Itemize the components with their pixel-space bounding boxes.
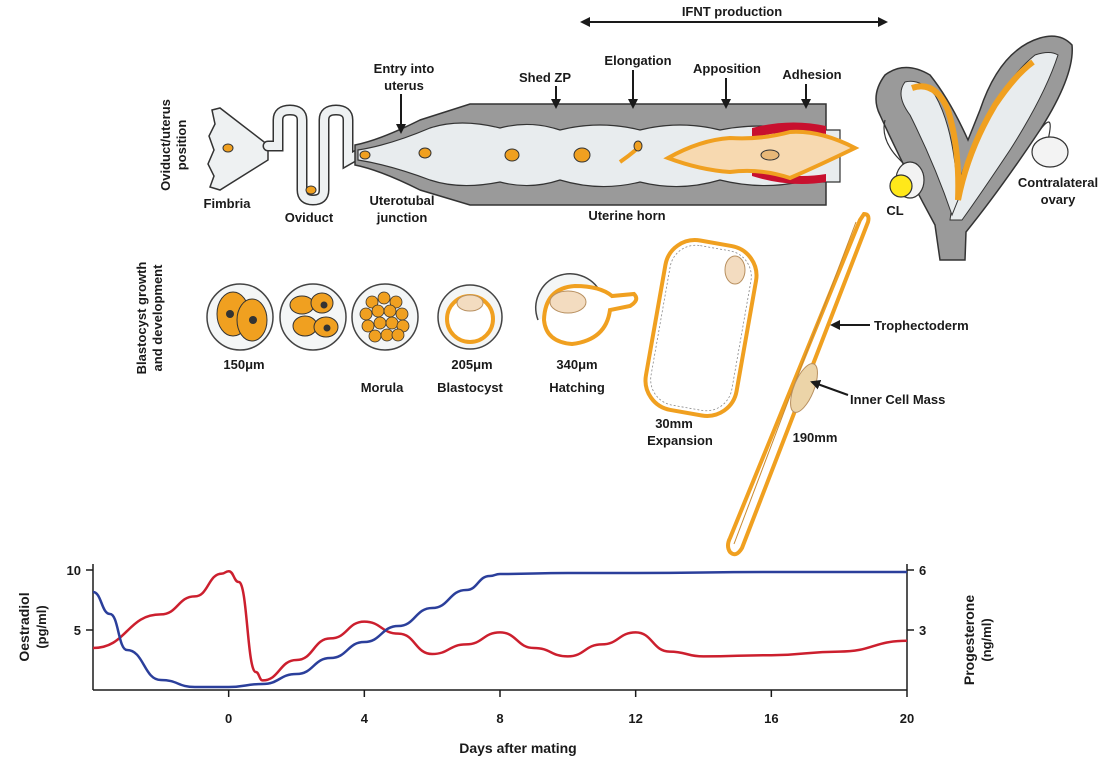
label-cl: CL <box>886 203 903 218</box>
icm-arrow <box>812 382 848 395</box>
oviduct-side-label-2: position <box>174 120 189 171</box>
fimbria-shape <box>208 108 268 190</box>
right-axis-label-1: Progesterone <box>961 595 977 685</box>
nucleus <box>249 316 257 324</box>
embryo-dot <box>306 186 316 194</box>
x-tick-label: 8 <box>496 711 503 726</box>
label-elongation: Elongation <box>604 53 671 68</box>
embryo-dot <box>360 151 370 159</box>
blastocyst-shape <box>574 148 590 162</box>
four-cell-embryo <box>280 284 346 350</box>
contralateral-ovary <box>1032 137 1068 167</box>
label-340um: 340μm <box>556 357 597 372</box>
blastocyst-side-label-1: Blastocyst growth <box>134 262 149 375</box>
label-150um: 150μm <box>223 357 264 372</box>
right-y-ticks: 36 <box>907 563 926 638</box>
ifnt-banner: IFNT production <box>582 4 886 22</box>
embryo-dot <box>419 148 431 158</box>
oviduct-side-label-1: Oviduct/uterus <box>158 99 173 191</box>
label-30mm: 30mm <box>655 416 693 431</box>
nucleus <box>321 302 328 309</box>
label-blastocyst: Blastocyst <box>437 380 503 395</box>
left-axis-label-2: (pg/ml) <box>34 605 49 648</box>
series-layer <box>93 571 907 687</box>
right-axis-label-2: (ng/ml) <box>979 618 994 661</box>
left-y-tick-label: 10 <box>67 563 81 578</box>
blastocyst-side-label-2: and development <box>150 264 165 372</box>
x-axis-label: Days after mating <box>459 740 576 756</box>
label-utj-1: Uterotubal <box>370 193 435 208</box>
label-hatching: Hatching <box>549 380 605 395</box>
blastocyst-shape <box>505 149 519 161</box>
right-y-tick-label: 6 <box>919 563 926 578</box>
label-entry-1: Entry into <box>374 61 435 76</box>
inner-cell-mass <box>457 295 483 311</box>
label-expansion: Expansion <box>647 433 713 448</box>
blastocyst-development: Blastocyst growth and development <box>134 214 969 554</box>
label-adhesion: Adhesion <box>782 67 841 82</box>
x-tick-label: 4 <box>361 711 369 726</box>
oviduct-uterus-illustration: Oviduct/uterus position Fimbria Oviduct … <box>158 36 1098 260</box>
nucleus <box>226 310 234 318</box>
x-tick-label: 16 <box>764 711 778 726</box>
label-utj-2: junction <box>376 210 428 225</box>
label-contralateral-1: Contralateral <box>1018 175 1098 190</box>
oocyte-dot <box>223 144 233 152</box>
label-uterine-horn: Uterine horn <box>588 208 665 223</box>
label-205um: 205μm <box>451 357 492 372</box>
left-axis-label-1: Oestradiol <box>16 592 32 661</box>
label-contralateral-2: ovary <box>1041 192 1076 207</box>
label-fimbria: Fimbria <box>204 196 252 211</box>
label-inner-cell-mass: Inner Cell Mass <box>850 392 945 407</box>
label-apposition: Apposition <box>693 61 761 76</box>
left-y-ticks: 5 10 <box>67 563 93 638</box>
label-morula: Morula <box>361 380 404 395</box>
blastomere <box>293 316 317 336</box>
oestradiol-line <box>93 571 907 680</box>
x-tick-label: 12 <box>628 711 642 726</box>
x-tick-label: 0 <box>225 711 232 726</box>
label-entry-2: uterus <box>384 78 424 93</box>
label-shed-zp: Shed ZP <box>519 70 571 85</box>
progesterone-line <box>93 572 907 687</box>
corpus-luteum <box>890 175 912 197</box>
blastomere <box>290 296 314 314</box>
nucleus <box>324 325 331 332</box>
ovoid-conceptus-head <box>634 141 642 151</box>
right-y-tick-label: 3 <box>919 623 926 638</box>
x-tick-label: 20 <box>900 711 914 726</box>
label-190mm: 190mm <box>793 430 838 445</box>
inner-cell-mass <box>725 256 745 284</box>
ifnt-label: IFNT production <box>682 4 782 19</box>
inner-cell-mass <box>550 291 586 313</box>
label-oviduct: Oviduct <box>285 210 334 225</box>
left-y-tick-label: 5 <box>74 623 81 638</box>
inner-cell-mass-dot <box>761 150 779 160</box>
label-trophectoderm: Trophectoderm <box>874 318 969 333</box>
x-ticks: 0 4 8 12 16 20 <box>225 690 914 726</box>
